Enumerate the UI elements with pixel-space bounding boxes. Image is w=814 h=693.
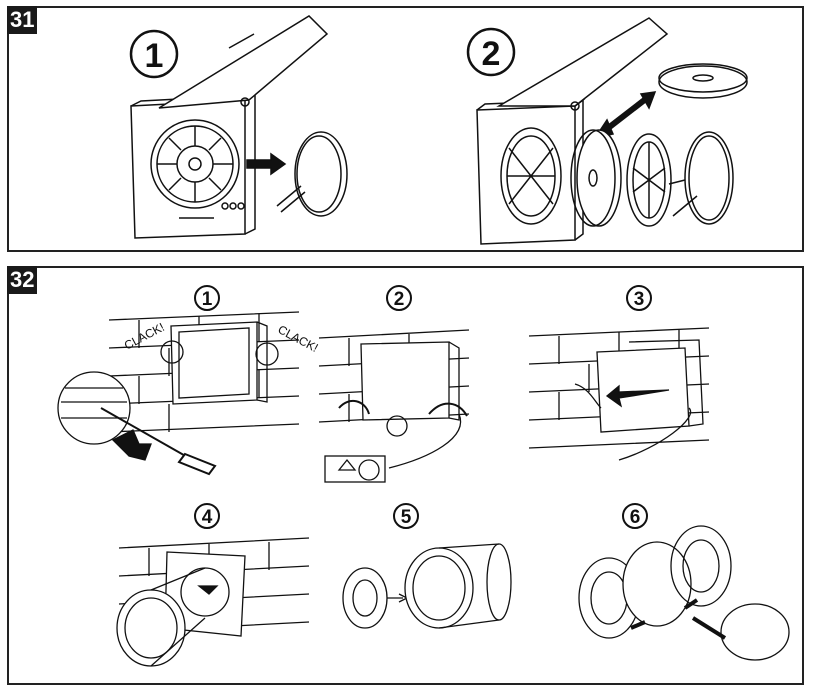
figure-31-panel: 31 1 bbox=[7, 6, 804, 252]
step-32-3-number: 3 bbox=[634, 289, 645, 310]
foam-disc bbox=[570, 129, 622, 227]
filter-pad bbox=[658, 63, 748, 99]
step-32-4-number: 4 bbox=[202, 507, 213, 528]
step-31-2-badge: 2 bbox=[466, 27, 516, 77]
figure-32-panel: 32 1 2 3 4 5 bbox=[7, 266, 804, 685]
step-31-1-badge: 1 bbox=[129, 29, 179, 79]
clack-right-label: CLACK! bbox=[276, 322, 321, 355]
step-32-6-illustration bbox=[578, 525, 790, 661]
step-32-2-illustration bbox=[318, 329, 470, 483]
step-32-2-badge: 2 bbox=[386, 285, 412, 311]
figure-31-illustration: 1 bbox=[129, 15, 748, 245]
figure-31-label: 31 bbox=[7, 6, 38, 34]
figure-32-illustration: 1 2 3 4 5 6 bbox=[57, 285, 790, 667]
step-32-4-illustration bbox=[116, 537, 310, 667]
step-32-3-badge: 3 bbox=[626, 285, 652, 311]
step-32-6-badge: 6 bbox=[622, 503, 648, 529]
removed-cover-disc bbox=[276, 131, 348, 217]
step-32-5-number: 5 bbox=[401, 507, 412, 528]
step-32-3-illustration bbox=[528, 327, 710, 461]
fan-unit-open-cover bbox=[130, 15, 329, 239]
step-32-2-number: 2 bbox=[394, 289, 405, 310]
fan-unit-filter-open bbox=[476, 17, 669, 245]
step-32-6-number: 6 bbox=[630, 507, 641, 528]
step-31-1-number: 1 bbox=[145, 37, 164, 75]
figure-32-label: 32 bbox=[7, 266, 38, 294]
step-32-1-illustration: CLACK! CLACK! bbox=[57, 311, 321, 476]
filter-frame bbox=[626, 133, 672, 227]
step-32-1-number: 1 bbox=[202, 289, 213, 310]
step-32-4-badge: 4 bbox=[194, 503, 220, 529]
step-32-1-badge: 1 bbox=[194, 285, 220, 311]
step-32-5-illustration bbox=[342, 543, 512, 629]
clack-left-label: CLACK! bbox=[122, 320, 167, 353]
step-32-5-badge: 5 bbox=[393, 503, 419, 529]
step-31-2-number: 2 bbox=[482, 35, 501, 73]
front-cover bbox=[668, 131, 734, 225]
